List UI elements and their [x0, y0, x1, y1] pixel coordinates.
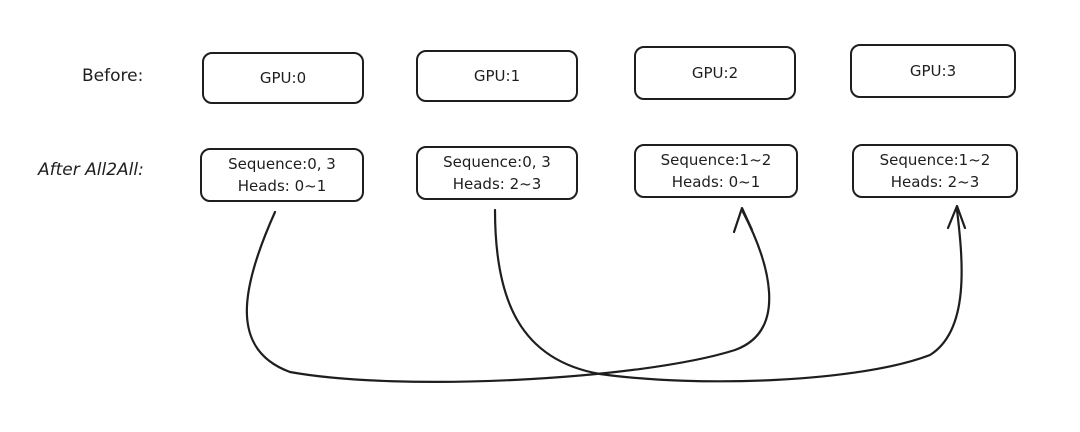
before-box-label: GPU:0: [259, 69, 307, 87]
after-box-sequence: Sequence:0, 3: [443, 153, 551, 171]
after-box-gpu3: Sequence:1~2 Heads: 2~3: [852, 144, 1018, 198]
before-box-label: GPU:2: [691, 64, 739, 82]
before-row-label: Before:: [82, 66, 144, 86]
before-box-gpu1: GPU:1: [416, 50, 578, 102]
arrow-gpu1-to-gpu3: [493, 208, 963, 383]
arrow-gpu0-to-gpu2: [245, 210, 771, 383]
after-box-heads: Heads: 2~3: [890, 173, 980, 191]
arrowhead-gpu2: [732, 206, 754, 234]
after-box-gpu1: Sequence:0, 3 Heads: 2~3: [416, 146, 578, 200]
after-box-gpu2: Sequence:1~2 Heads: 0~1: [634, 144, 798, 198]
before-box-gpu2: GPU:2: [634, 46, 796, 100]
after-box-sequence: Sequence:1~2: [660, 151, 772, 169]
after-box-heads: Heads: 2~3: [452, 175, 542, 193]
before-box-gpu0: GPU:0: [202, 52, 364, 104]
before-box-gpu3: GPU:3: [850, 44, 1016, 98]
after-box-heads: Heads: 0~1: [237, 177, 327, 195]
after-box-heads: Heads: 0~1: [671, 173, 761, 191]
before-box-label: GPU:3: [909, 62, 957, 80]
before-box-label: GPU:1: [473, 67, 521, 85]
after-box-sequence: Sequence:1~2: [879, 151, 991, 169]
arrowhead-gpu3: [946, 204, 967, 230]
after-box-gpu0: Sequence:0, 3 Heads: 0~1: [200, 148, 364, 202]
after-row-label: After All2All:: [38, 160, 144, 180]
after-box-sequence: Sequence:0, 3: [228, 155, 336, 173]
